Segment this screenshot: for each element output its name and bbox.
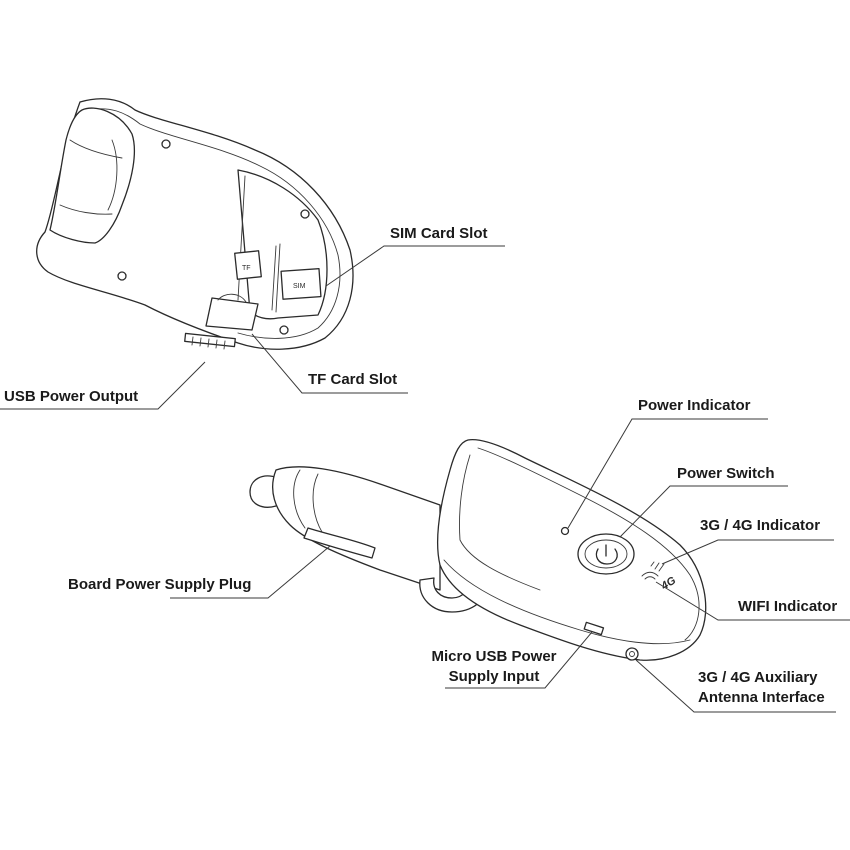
label-power-indicator: Power Indicator: [638, 397, 751, 414]
label-micro-usb-line2: Supply Input: [448, 668, 540, 685]
device-front-view: 4G: [249, 439, 707, 661]
label-antenna-line1: 3G / 4G Auxiliary: [698, 669, 818, 686]
leader-lines: [0, 245, 850, 713]
label-wifi-indicator: WIFI Indicator: [738, 598, 838, 615]
device-back-view: TF SIM: [36, 98, 354, 350]
label-board-power-supply-plug: Board Power Supply Plug: [68, 576, 252, 593]
label-micro-usb-power-supply-input: Micro USB Power Supply Input: [424, 647, 564, 687]
label-3g-4g-indicator: 3G / 4G Indicator: [700, 517, 821, 534]
label-sim-card-slot: SIM Card Slot: [390, 225, 488, 242]
antenna-jack: [625, 647, 639, 661]
label-micro-usb-line1: Micro USB Power: [431, 648, 557, 665]
label-antenna-line2: Antenna Interface: [698, 689, 825, 706]
power-indicator-led: [560, 526, 570, 536]
label-power-switch: Power Switch: [677, 465, 775, 482]
label-usb-power-output: USB Power Output: [4, 388, 139, 405]
sim-marking: SIM: [293, 283, 306, 290]
label-tf-card-slot: TF Card Slot: [308, 371, 398, 388]
label-antenna-interface: 3G / 4G Auxiliary Antenna Interface: [698, 668, 825, 708]
micro-usb-port: [583, 621, 605, 636]
tf-marking: TF: [242, 265, 251, 272]
